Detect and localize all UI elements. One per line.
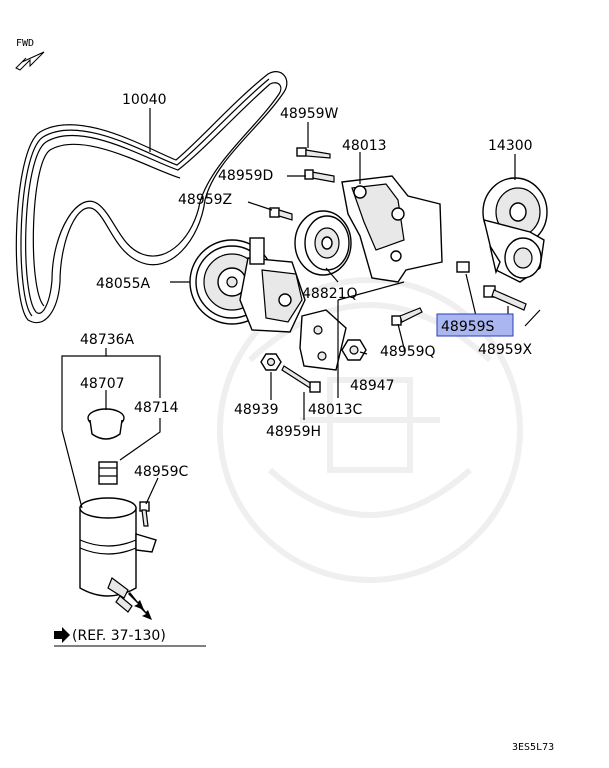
bolt-48959w (296, 147, 331, 159)
reference-text[interactable]: (REF. 37-130) (72, 628, 166, 644)
label-48013[interactable]: 48013 (342, 138, 387, 154)
label-48959d[interactable]: 48959D (218, 168, 273, 184)
label-48959c[interactable]: 48959C (134, 464, 189, 480)
belt-tensioner (482, 177, 548, 283)
reference-arrow-icon (54, 627, 70, 643)
label-48821q[interactable]: 48821Q (302, 286, 358, 302)
washer-48939 (260, 353, 282, 371)
drive-belt (15, 71, 288, 324)
part-labels: 10040 48959W 48013 14300 48959D 48959Z 4… (80, 92, 533, 480)
label-48959x[interactable]: 48959X (478, 342, 533, 358)
label-48959w[interactable]: 48959W (280, 106, 339, 122)
bracket-48013c (299, 309, 347, 371)
fwd-indicator: FWD (15, 38, 45, 71)
bolt-48959c (139, 501, 150, 527)
label-14300[interactable]: 14300 (488, 138, 533, 154)
label-48707[interactable]: 48707 (80, 376, 125, 392)
fwd-label: FWD (16, 38, 34, 49)
bolt-48959s (456, 261, 470, 273)
label-48013c[interactable]: 48013C (308, 402, 363, 418)
label-10040[interactable]: 10040 (122, 92, 167, 108)
label-48959q[interactable]: 48959Q (380, 344, 436, 360)
leader-lines (61, 108, 541, 509)
bolt-48959z (269, 207, 293, 221)
bolt-48959q (391, 307, 423, 326)
reference-link[interactable]: (REF. 37-130) (54, 627, 206, 647)
reservoir-strainer (98, 461, 118, 485)
bolt-48959h (281, 365, 321, 393)
mounting-bracket (341, 175, 443, 283)
label-48959h[interactable]: 48959H (266, 424, 321, 440)
reservoir-cap (87, 408, 125, 440)
nut-48947 (341, 339, 367, 361)
label-48947[interactable]: 48947 (350, 378, 395, 394)
label-48714[interactable]: 48714 (134, 400, 179, 416)
label-48055a[interactable]: 48055A (96, 276, 151, 292)
diagram-code: 3ES5L73 (512, 742, 554, 753)
fwd-arrow-icon (15, 51, 45, 71)
label-48959z[interactable]: 48959Z (178, 192, 232, 208)
label-48736a[interactable]: 48736A (80, 332, 135, 348)
highlight-48959s (436, 313, 514, 337)
bolt-48959d (304, 169, 335, 183)
power-steering-pump (189, 237, 306, 333)
reservoir-tank (79, 497, 157, 620)
label-48959s[interactable]: 48959S (441, 319, 495, 335)
bolt-48959x (483, 285, 527, 311)
idler-pulley (294, 210, 352, 276)
label-48939[interactable]: 48939 (234, 402, 279, 418)
watermark (217, 277, 523, 583)
